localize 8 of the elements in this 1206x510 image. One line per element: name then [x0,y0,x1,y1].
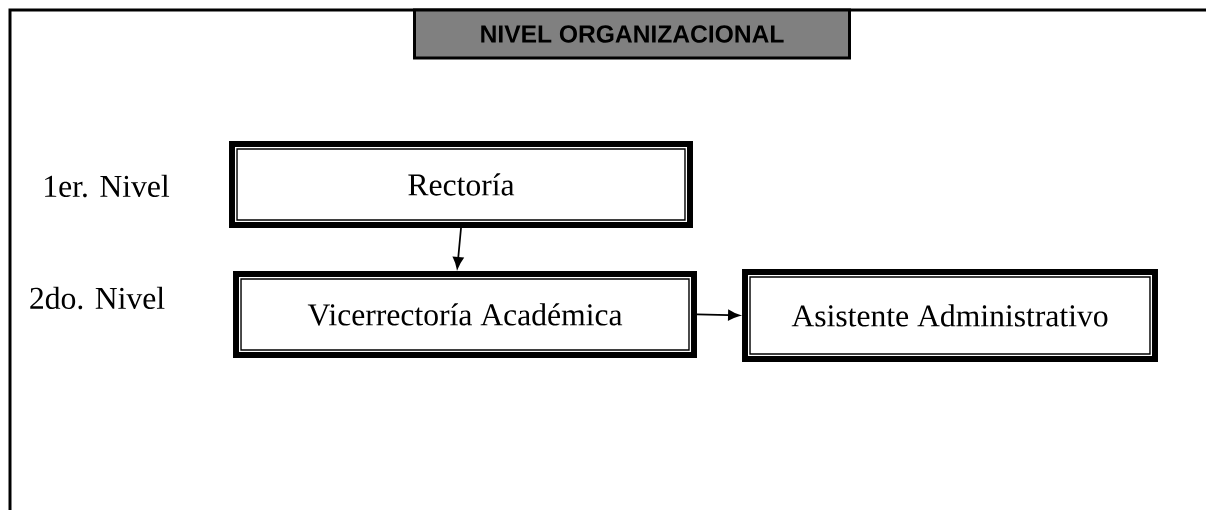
org-box: Rectoría [229,141,693,228]
org-box: Asistente Administrativo [742,269,1158,362]
level-label: 1er. Nivel [45,174,170,198]
level-label: 2do. Nivel [30,286,165,310]
arrow [696,309,740,321]
arrow [453,227,464,269]
org-box: Vicerrectoría Académica [233,271,697,358]
title-box: NIVEL ORGANIZACIONAL [413,8,851,60]
